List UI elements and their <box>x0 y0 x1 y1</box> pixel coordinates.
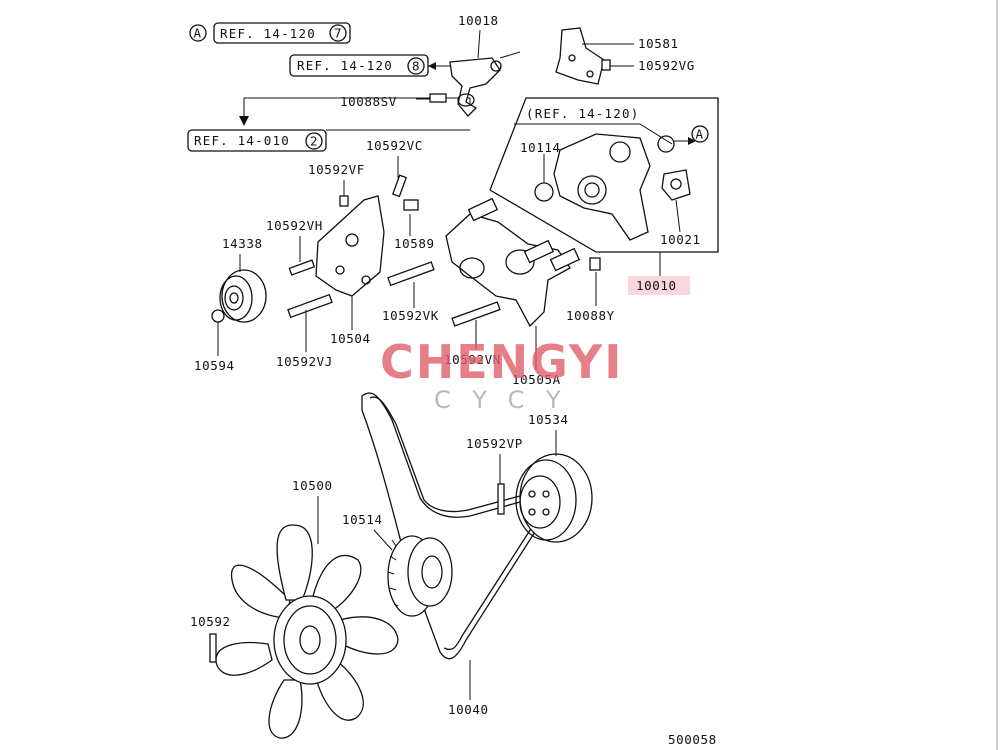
label-10592vh: 10592VH <box>266 218 323 233</box>
bolt-10592vp <box>497 483 505 515</box>
label-10592vc: 10592VC <box>366 138 423 153</box>
label-10505a: 10505A <box>512 372 561 387</box>
label-10534: 10534 <box>528 412 569 427</box>
label-10592vp: 10592VP <box>466 436 523 451</box>
water-outlet-fitting <box>416 29 521 117</box>
label-10504: 10504 <box>330 331 371 346</box>
ref-mid-label: REF. 14-120 <box>297 58 393 73</box>
a-marker-circle <box>189 24 207 42</box>
ref-top-box <box>213 22 351 44</box>
ref-box-label: (REF. 14-120) <box>526 106 639 121</box>
label-10592vg: 10592VG <box>638 58 695 73</box>
a-marker-right-circle <box>691 125 709 143</box>
ref-left-arrowhead <box>239 116 249 126</box>
ref-top-label: REF. 14-120 <box>220 26 316 41</box>
ref-left-leader <box>243 97 471 118</box>
label-10018: 10018 <box>458 13 499 28</box>
label-10592: 10592 <box>190 614 231 629</box>
label-10589: 10589 <box>394 236 435 251</box>
ref-mid-arrowhead <box>428 62 436 70</box>
bracket-10505a <box>445 197 601 328</box>
idler-pulley-14338 <box>211 269 267 323</box>
ref-left-num-circle <box>305 132 323 150</box>
highlight-10010 <box>628 276 690 295</box>
a-marker-label: A <box>194 26 202 41</box>
bracket-10504 <box>315 195 385 297</box>
label-10514: 10514 <box>342 512 383 527</box>
bolts-left-cluster <box>287 174 501 327</box>
bracket-10581 <box>555 27 634 85</box>
gasket-10021 <box>661 169 691 201</box>
label-10114: 10114 <box>520 140 561 155</box>
ref-top-num-circle <box>329 24 347 42</box>
ref-left-num: 2 <box>310 134 318 149</box>
label-10592vf: 10592VF <box>308 162 365 177</box>
diagram-number: 500058 <box>668 732 717 747</box>
watermark-sub: CYCY <box>434 386 583 414</box>
label-10500: 10500 <box>292 478 333 493</box>
bolt-10592 <box>209 633 217 663</box>
fan-clutch-10514 <box>387 535 453 617</box>
label-10594: 10594 <box>194 358 235 373</box>
ref-mid-num: 8 <box>412 59 420 74</box>
label-10040: 10040 <box>448 702 489 717</box>
water-pump-box: (REF. 14-120) A <box>489 97 719 253</box>
bolt-10088y <box>589 257 601 271</box>
label-10592vj: 10592VJ <box>276 354 333 369</box>
fan-10500 <box>209 524 399 739</box>
label-10592vn: 10592VN <box>444 352 501 367</box>
nut-10594 <box>211 309 225 323</box>
label-10581: 10581 <box>638 36 679 51</box>
label-10021: 10021 <box>660 232 701 247</box>
ref-left-box <box>187 129 327 152</box>
water-pump-body <box>553 133 651 241</box>
ref-block-top-left: A REF. 14-120 7 REF. 14-120 8 REF. 14-01… <box>187 22 471 152</box>
a-marker-right: A <box>696 127 704 142</box>
ref-top-num: 7 <box>334 26 342 41</box>
ref-mid-num-circle <box>407 57 425 75</box>
watermark-brand: CHENGYI <box>380 335 623 389</box>
label-10088y: 10088Y <box>566 308 615 323</box>
ref-left-label: REF. 14-010 <box>194 133 290 148</box>
gasket-10114 <box>534 182 554 202</box>
label-10088sv: 10088SV <box>340 94 397 109</box>
label-14338: 14338 <box>222 236 263 251</box>
label-10592vk: 10592VK <box>382 308 439 323</box>
v-belt-10040 <box>361 392 543 660</box>
label-10010: 10010 <box>636 278 677 293</box>
